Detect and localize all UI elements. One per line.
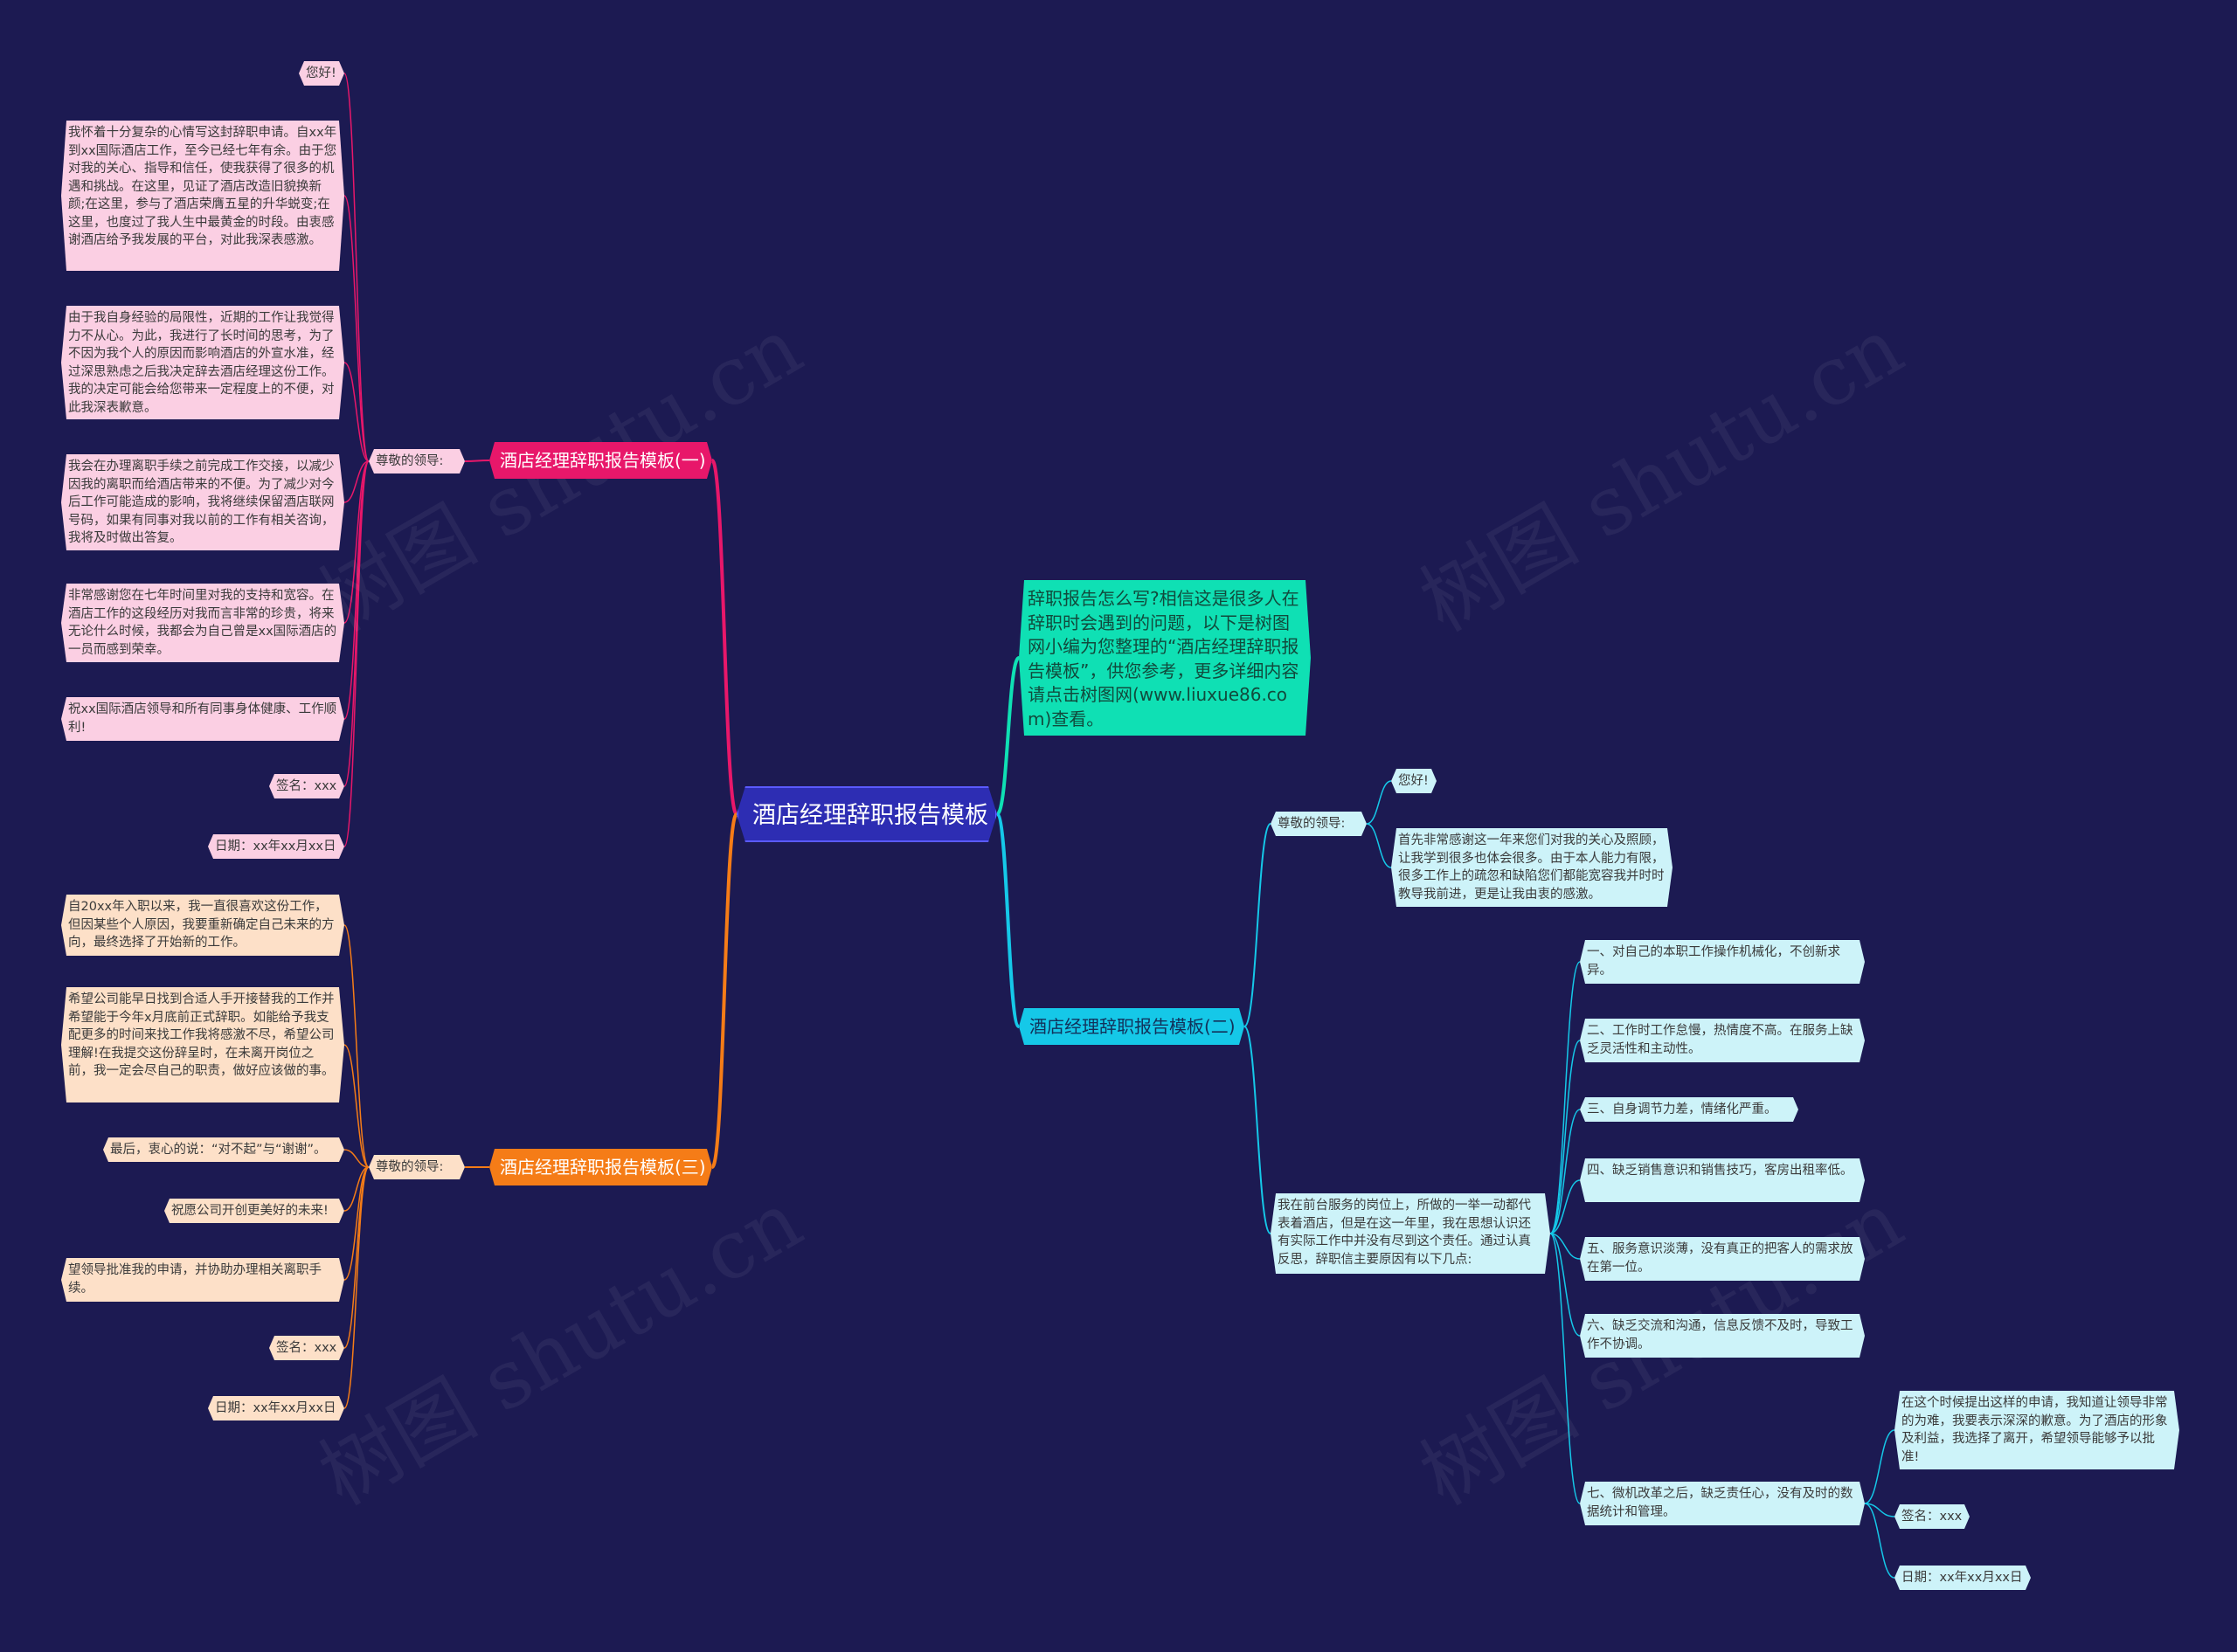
root-topic[interactable]: 酒店经理辞职报告模板	[737, 786, 997, 842]
branch-2-leaf[interactable]: 首先非常感谢这一年来您们对我的关心及照顾，让我学到很多也体会很多。由于本人能力有…	[1391, 828, 1673, 907]
connector-line	[1366, 823, 1392, 868]
branch-1-title[interactable]: 酒店经理辞职报告模板(一)	[489, 442, 712, 479]
branch-1-leaf[interactable]: 祝xx国际酒店领导和所有同事身体健康、工作顺利!	[61, 697, 344, 741]
reason-item[interactable]: 六、缺乏交流和沟通，信息反馈不及时，导致工作不协调。	[1580, 1314, 1865, 1358]
connector-line	[1549, 1109, 1581, 1234]
intro-node[interactable]: 辞职报告怎么写?相信这是很多人在辞职时会遇到的问题，以下是树图网小编为您整理的“…	[1019, 580, 1311, 736]
connector-line	[1366, 780, 1392, 825]
connector-line	[343, 1166, 370, 1349]
reason-item[interactable]: 五、服务意识淡薄，没有真正的把客人的需求放在第一位。	[1580, 1237, 1865, 1281]
branch-3-title[interactable]: 酒店经理辞职报告模板(三)	[489, 1149, 712, 1185]
reason-item[interactable]: 三、自身调节力差，情绪化严重。	[1580, 1097, 1798, 1122]
connector-line	[995, 812, 1021, 1028]
connector-line	[710, 812, 738, 1169]
branch-2-title[interactable]: 酒店经理辞职报告模板(二)	[1019, 1008, 1244, 1045]
connector-line	[343, 460, 370, 847]
connector-line	[1243, 823, 1271, 1027]
connector-line	[343, 460, 370, 624]
closing-leaf[interactable]: 签名：xxx	[1894, 1504, 1970, 1529]
branch-3-leaf[interactable]: 祝愿公司开创更美好的未来!	[164, 1199, 344, 1223]
branch-1-leaf[interactable]: 我会在办理离职手续之前完成工作交接，以减少因我的离职而给酒店带来的不便。为了减少…	[61, 454, 344, 550]
connector-line	[343, 195, 370, 462]
closing-leaf[interactable]: 在这个时候提出这样的申请，我知道让领导非常的为难，我要表示深深的歉意。为了酒店的…	[1894, 1391, 2179, 1469]
connector-line	[1864, 1429, 1895, 1504]
connector-line	[1549, 1233, 1581, 1260]
connector-line	[343, 362, 370, 462]
branch-1-leaf[interactable]: 由于我自身经验的局限性，近期的工作让我觉得力不从心。为此，我进行了长时间的思考，…	[61, 306, 344, 419]
branch-2-salutation[interactable]: 尊敬的领导:	[1271, 812, 1367, 836]
connector-line	[343, 460, 370, 503]
connector-line	[464, 460, 490, 462]
branch-3-leaf[interactable]: 签名：xxx	[269, 1336, 344, 1360]
connector-line	[1864, 1503, 1895, 1517]
connector-line	[343, 1166, 370, 1212]
branch-3-leaf[interactable]: 望领导批准我的申请，并协助办理相关离职手续。	[61, 1258, 344, 1302]
connector-line	[343, 73, 370, 462]
reason-item[interactable]: 一、对自己的本职工作操作机械化，不创新求异。	[1580, 940, 1865, 984]
connector-line	[995, 656, 1021, 816]
branch-1-leaf[interactable]: 非常感谢您在七年时间里对我的支持和宽容。在酒店工作的这段经历对我而言非常的珍贵，…	[61, 584, 344, 662]
branch-3-leaf[interactable]: 希望公司能早日找到合适人手开接替我的工作并希望能于今年x月底前正式辞职。如能给予…	[61, 987, 344, 1102]
branch-3-leaf[interactable]: 日期：xx年xx月xx日	[208, 1396, 344, 1420]
connector-line	[343, 924, 370, 1168]
connector-line	[1549, 1179, 1581, 1234]
connector-line	[1549, 1233, 1581, 1337]
branch-1-leaf[interactable]: 签名：xxx	[269, 774, 344, 798]
branch-3-leaf[interactable]: 最后，衷心的说：“对不起”与“谢谢”。	[103, 1137, 344, 1162]
branch-1-leaf[interactable]: 我怀着十分复杂的心情写这封辞职申请。自xx年到xx国际酒店工作，至今已经七年有余…	[61, 121, 344, 271]
connector-line	[343, 1166, 370, 1409]
branch-3-leaf[interactable]: 自20xx年入职以来，我一直很喜欢这份工作，但因某些个人原因，我要重新确定自己未…	[61, 895, 344, 956]
reason-item[interactable]: 四、缺乏销售意识和销售技巧，客房出租率低。	[1580, 1158, 1865, 1202]
branch-1-salutation[interactable]: 尊敬的领导:	[369, 449, 465, 473]
branch-2-body[interactable]: 我在前台服务的岗位上，所做的一举一动都代表着酒店，但是在这一年里，我在思想认识还…	[1271, 1193, 1550, 1274]
connector-line	[1549, 961, 1581, 1234]
connector-line	[343, 1166, 370, 1281]
branch-1-leaf[interactable]: 您好!	[299, 61, 344, 86]
branch-1-leaf[interactable]: 日期：xx年xx月xx日	[208, 834, 344, 859]
connector-line	[343, 460, 370, 720]
connector-line	[343, 1044, 370, 1168]
branch-3-salutation[interactable]: 尊敬的领导:	[369, 1155, 465, 1179]
reason-item[interactable]: 七、微机改革之后，缺乏责任心，没有及时的数据统计和管理。	[1580, 1482, 1865, 1525]
connector-line	[1549, 1233, 1581, 1504]
connector-line	[1549, 1040, 1581, 1234]
connector-line	[343, 460, 370, 787]
connector-line	[1864, 1503, 1895, 1579]
connector-line	[710, 459, 738, 816]
connector-line	[343, 1149, 370, 1168]
connector-line	[1243, 1026, 1271, 1234]
reason-item[interactable]: 二、工作时工作怠慢，热情度不高。在服务上缺乏灵活性和主动性。	[1580, 1019, 1865, 1062]
closing-leaf[interactable]: 日期：xx年xx月xx日	[1894, 1566, 2031, 1590]
branch-2-leaf[interactable]: 您好!	[1391, 769, 1437, 793]
